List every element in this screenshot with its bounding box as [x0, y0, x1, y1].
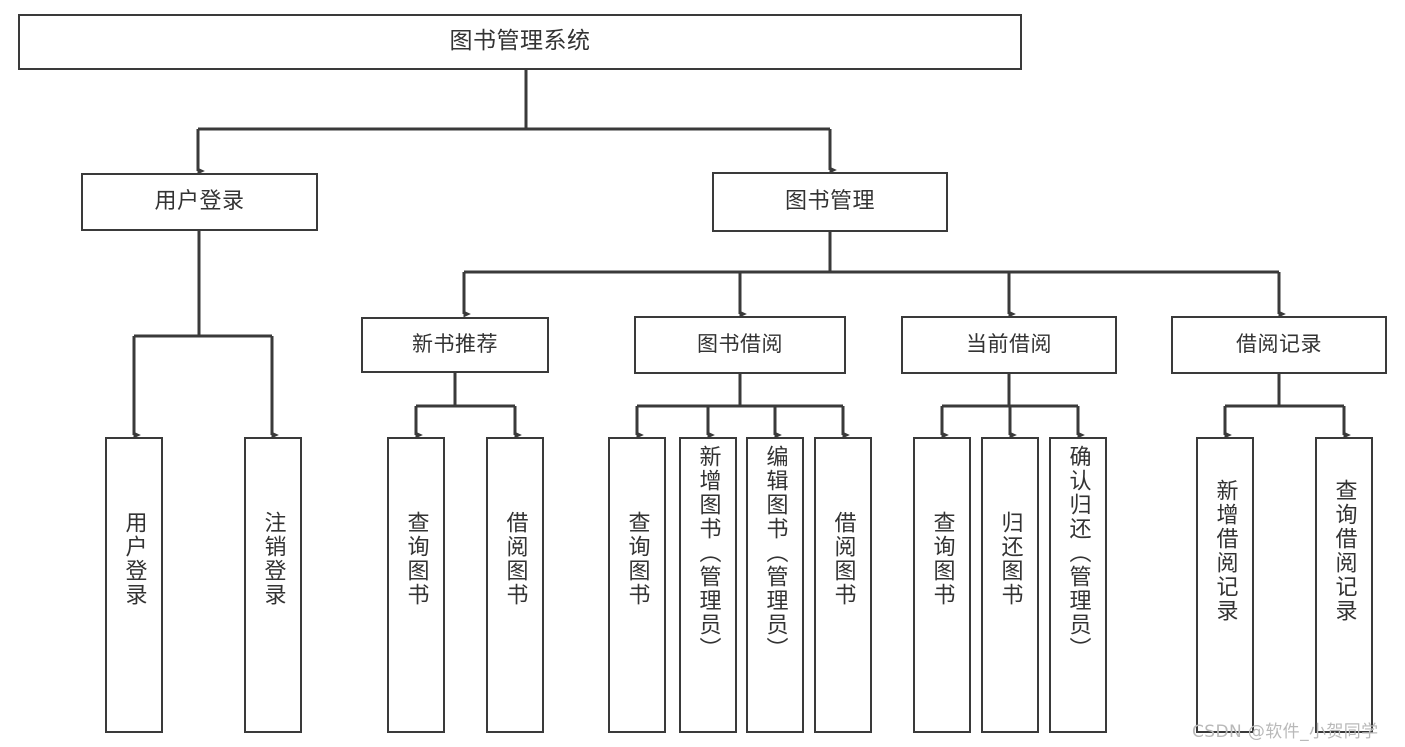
- node-leaf-add-book[interactable]: 新增图书（管理员）: [679, 437, 737, 733]
- node-book-manage-label: 图书管理: [784, 188, 875, 214]
- node-leaf-borrow-book-1[interactable]: 借阅图书: [486, 437, 544, 733]
- node-leaf-add-record[interactable]: 新增借阅记录: [1196, 437, 1254, 733]
- node-leaf-borrow-book-1-label: 借阅图书: [502, 511, 528, 607]
- node-leaf-edit-book[interactable]: 编辑图书（管理员）: [746, 437, 804, 733]
- node-leaf-query-book-1[interactable]: 查询图书: [387, 437, 445, 733]
- node-book-manage[interactable]: 图书管理: [712, 172, 948, 232]
- node-new-book-rec-label: 新书推荐: [412, 332, 498, 357]
- node-new-book-rec[interactable]: 新书推荐: [361, 317, 549, 373]
- watermark: CSDN @软件_小贺同学: [1192, 722, 1379, 742]
- node-borrow-record[interactable]: 借阅记录: [1171, 316, 1387, 374]
- node-book-borrow-label: 图书借阅: [697, 332, 783, 357]
- node-leaf-query-book-2-label: 查询图书: [624, 511, 650, 607]
- node-current-borrow[interactable]: 当前借阅: [901, 316, 1117, 374]
- node-leaf-user-login[interactable]: 用户登录: [105, 437, 163, 733]
- node-leaf-confirm-return-label: 确认归还（管理员）: [1065, 445, 1091, 661]
- node-leaf-query-book-2[interactable]: 查询图书: [608, 437, 666, 733]
- node-leaf-query-book-1-label: 查询图书: [403, 511, 429, 607]
- node-borrow-record-label: 借阅记录: [1236, 332, 1322, 357]
- node-leaf-add-book-label: 新增图书（管理员）: [695, 445, 721, 661]
- node-root-label: 图书管理系统: [449, 28, 591, 55]
- node-leaf-query-book-3-label: 查询图书: [929, 511, 955, 607]
- node-leaf-logout[interactable]: 注销登录: [244, 437, 302, 733]
- node-user-login[interactable]: 用户登录: [81, 173, 318, 231]
- node-root[interactable]: 图书管理系统: [18, 14, 1022, 70]
- node-leaf-query-book-3[interactable]: 查询图书: [913, 437, 971, 733]
- node-leaf-add-record-label: 新增借阅记录: [1212, 479, 1238, 623]
- node-leaf-borrow-book-2-label: 借阅图书: [830, 511, 856, 607]
- node-leaf-borrow-book-2[interactable]: 借阅图书: [814, 437, 872, 733]
- node-leaf-return-book[interactable]: 归还图书: [981, 437, 1039, 733]
- node-leaf-user-login-label: 用户登录: [121, 511, 147, 607]
- node-current-borrow-label: 当前借阅: [966, 332, 1052, 357]
- node-leaf-logout-label: 注销登录: [260, 511, 286, 607]
- node-leaf-query-record[interactable]: 查询借阅记录: [1315, 437, 1373, 733]
- node-leaf-return-book-label: 归还图书: [997, 511, 1023, 607]
- node-leaf-edit-book-label: 编辑图书（管理员）: [762, 445, 788, 661]
- node-leaf-query-record-label: 查询借阅记录: [1331, 479, 1357, 623]
- node-leaf-confirm-return[interactable]: 确认归还（管理员）: [1049, 437, 1107, 733]
- node-user-login-label: 用户登录: [154, 188, 245, 214]
- node-book-borrow[interactable]: 图书借阅: [634, 316, 846, 374]
